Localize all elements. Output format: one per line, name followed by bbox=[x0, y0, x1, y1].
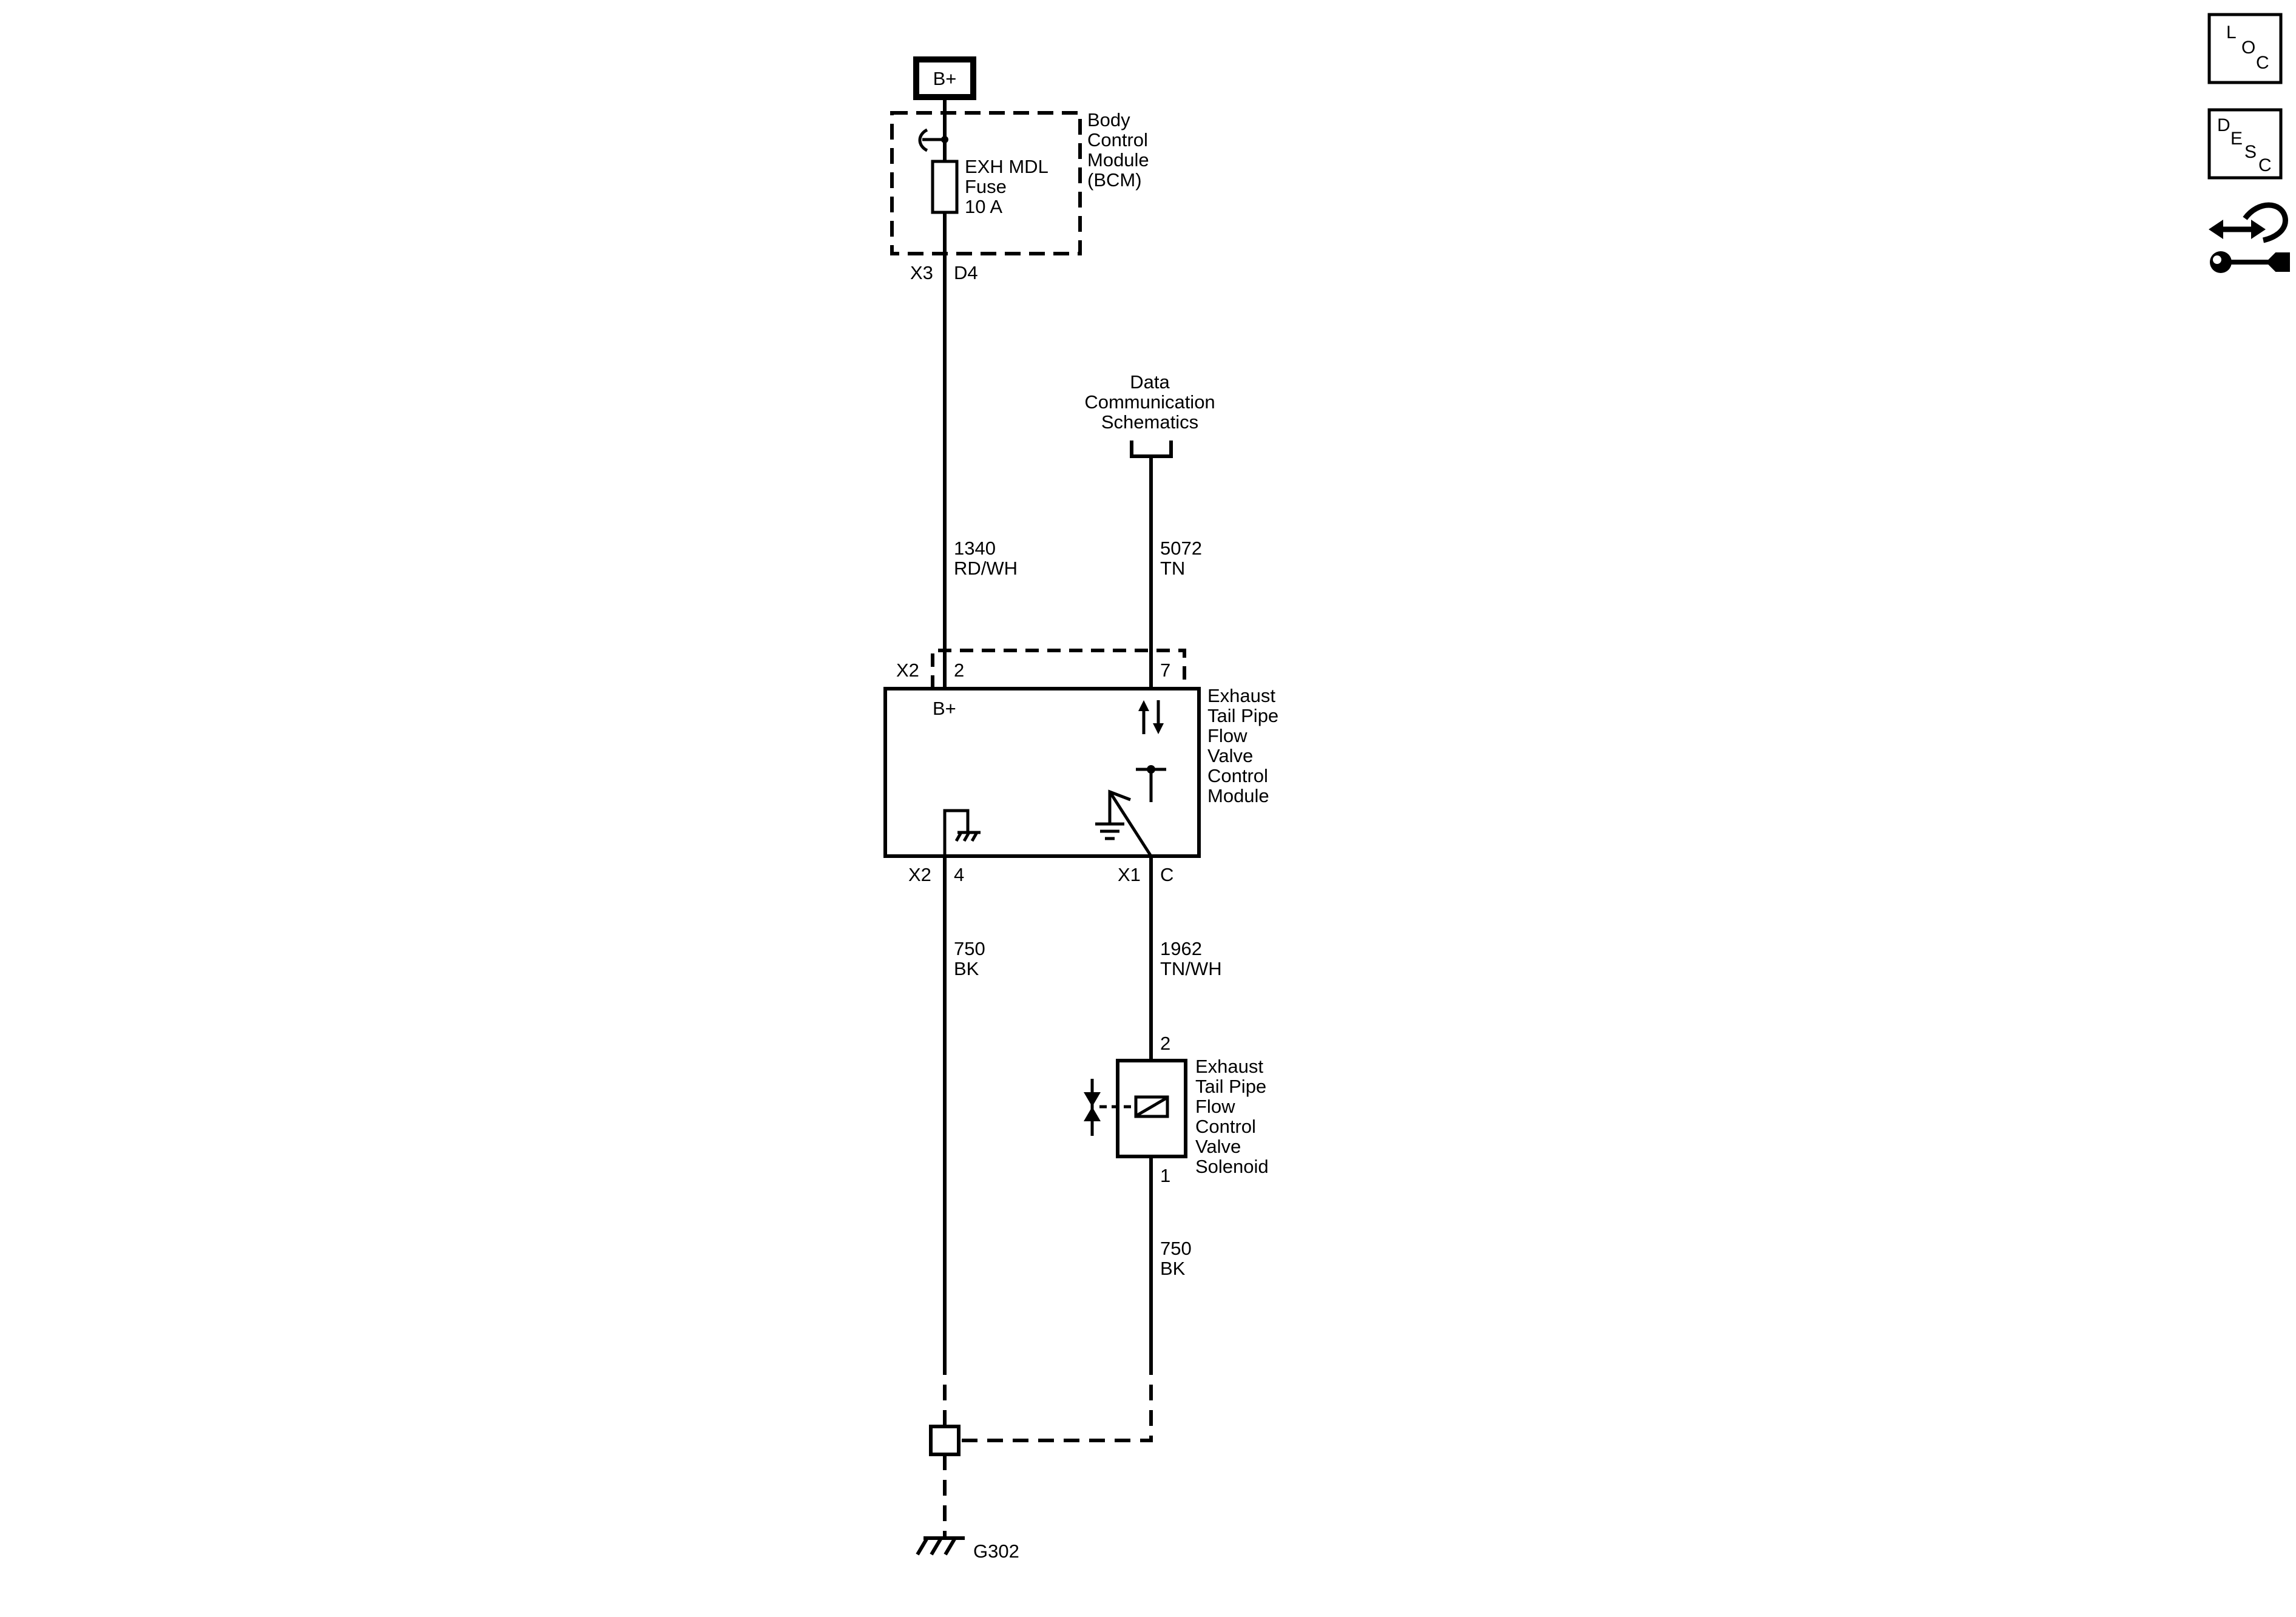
svg-text:EXH MDL: EXH MDL bbox=[965, 156, 1048, 177]
svg-text:S: S bbox=[2244, 142, 2257, 162]
svg-text:1962: 1962 bbox=[1160, 938, 1202, 959]
svg-text:Control: Control bbox=[1087, 129, 1148, 150]
svg-text:5072: 5072 bbox=[1160, 538, 1202, 559]
wire-5072-label: 5072 TN bbox=[1160, 538, 1202, 579]
svg-text:BK: BK bbox=[954, 958, 979, 979]
svg-text:TN: TN bbox=[1160, 558, 1185, 579]
svg-text:D: D bbox=[2217, 115, 2230, 135]
svg-text:RD/WH: RD/WH bbox=[954, 558, 1018, 579]
connector-repair-icon[interactable] bbox=[2209, 202, 2290, 273]
serial-data-arrows-icon bbox=[1138, 700, 1164, 734]
svg-text:(BCM): (BCM) bbox=[1087, 169, 1142, 191]
svg-text:Module: Module bbox=[1207, 785, 1269, 806]
desc-button[interactable]: D E S C bbox=[2207, 108, 2283, 180]
svg-text:BK: BK bbox=[1160, 1258, 1186, 1279]
svg-text:10 A: 10 A bbox=[965, 196, 1002, 217]
ground-splice bbox=[929, 1425, 961, 1456]
solenoid-coil-icon bbox=[1099, 1095, 1169, 1118]
svg-text:C: C bbox=[2256, 53, 2269, 73]
svg-text:Schematics: Schematics bbox=[1101, 411, 1198, 433]
module-name: Exhaust Tail Pipe Flow Valve Control Mod… bbox=[1207, 685, 1278, 806]
fuse-source-hook bbox=[918, 128, 945, 152]
module-pin-data: 7 bbox=[1160, 660, 1170, 681]
svg-text:Communication: Communication bbox=[1084, 391, 1215, 413]
svg-text:Body: Body bbox=[1087, 109, 1130, 130]
svg-text:Exhaust: Exhaust bbox=[1207, 685, 1275, 706]
module-internal-ground-icon bbox=[943, 809, 981, 856]
bcm-connector-label: X3 bbox=[910, 262, 933, 283]
module-pin-ground: 4 bbox=[954, 864, 964, 885]
solenoid-pin-top: 2 bbox=[1160, 1033, 1170, 1054]
loc-button[interactable]: L O C bbox=[2207, 13, 2283, 84]
svg-text:C: C bbox=[2258, 155, 2272, 175]
module-bottom-right-connector: X1 bbox=[1118, 864, 1141, 885]
svg-text:Valve: Valve bbox=[1207, 745, 1253, 766]
solenoid-name: Exhaust Tail Pipe Flow Control Valve Sol… bbox=[1195, 1056, 1269, 1177]
svg-text:Control: Control bbox=[1207, 765, 1268, 786]
ground-label: G302 bbox=[973, 1541, 1019, 1562]
wire-750-solenoid-ground-label: 750 BK bbox=[1160, 1238, 1192, 1279]
module-pin-power: 2 bbox=[954, 660, 964, 681]
svg-text:Fuse: Fuse bbox=[965, 176, 1007, 197]
wire-750-module-ground-label: 750 BK bbox=[954, 938, 985, 979]
exhaust-valve-control-module bbox=[883, 687, 1201, 858]
battery-label: B+ bbox=[933, 68, 957, 89]
svg-text:Flow: Flow bbox=[1207, 725, 1248, 746]
module-x2-connector-dashed bbox=[931, 649, 1186, 689]
svg-text:Data: Data bbox=[1130, 371, 1170, 393]
svg-text:E: E bbox=[2230, 129, 2243, 149]
svg-text:Control: Control bbox=[1195, 1116, 1256, 1137]
module-pin-control: C bbox=[1160, 864, 1173, 885]
svg-text:Tail Pipe: Tail Pipe bbox=[1195, 1076, 1266, 1097]
module-bottom-left-connector: X2 bbox=[908, 864, 931, 885]
svg-text:750: 750 bbox=[1160, 1238, 1192, 1259]
wire-1340-label: 1340 RD/WH bbox=[954, 538, 1018, 579]
low-side-driver-switch-icon bbox=[1095, 765, 1166, 857]
svg-text:1340: 1340 bbox=[954, 538, 996, 559]
svg-text:Exhaust: Exhaust bbox=[1195, 1056, 1263, 1077]
bcm-boundary bbox=[890, 111, 1082, 255]
valve-symbol-icon bbox=[1084, 1079, 1101, 1136]
svg-text:Solenoid: Solenoid bbox=[1195, 1156, 1269, 1177]
dashed-ground-right bbox=[959, 1359, 1153, 1442]
bcm-name: Body Control Module (BCM) bbox=[1087, 109, 1149, 191]
wire-1962-label: 1962 TN/WH bbox=[1160, 938, 1222, 979]
svg-text:L: L bbox=[2226, 22, 2237, 42]
data-communication-reference: Data Communication Schematics bbox=[1084, 371, 1215, 433]
svg-text:Tail Pipe: Tail Pipe bbox=[1207, 705, 1278, 726]
fuse-label: EXH MDL Fuse 10 A bbox=[965, 156, 1048, 217]
svg-text:Valve: Valve bbox=[1195, 1136, 1241, 1157]
module-power-label: B+ bbox=[933, 698, 956, 719]
data-comm-bracket bbox=[1130, 441, 1173, 458]
svg-text:TN/WH: TN/WH bbox=[1160, 958, 1222, 979]
chassis-ground-icon bbox=[916, 1536, 965, 1556]
module-top-connector-label: X2 bbox=[896, 660, 919, 681]
svg-text:Module: Module bbox=[1087, 149, 1149, 170]
solenoid-pin-bottom: 1 bbox=[1160, 1165, 1170, 1186]
svg-text:750: 750 bbox=[954, 938, 985, 959]
svg-text:O: O bbox=[2241, 38, 2255, 58]
exh-mdl-fuse bbox=[931, 160, 959, 214]
svg-text:Flow: Flow bbox=[1195, 1096, 1235, 1117]
bcm-pin-label: D4 bbox=[954, 262, 978, 283]
